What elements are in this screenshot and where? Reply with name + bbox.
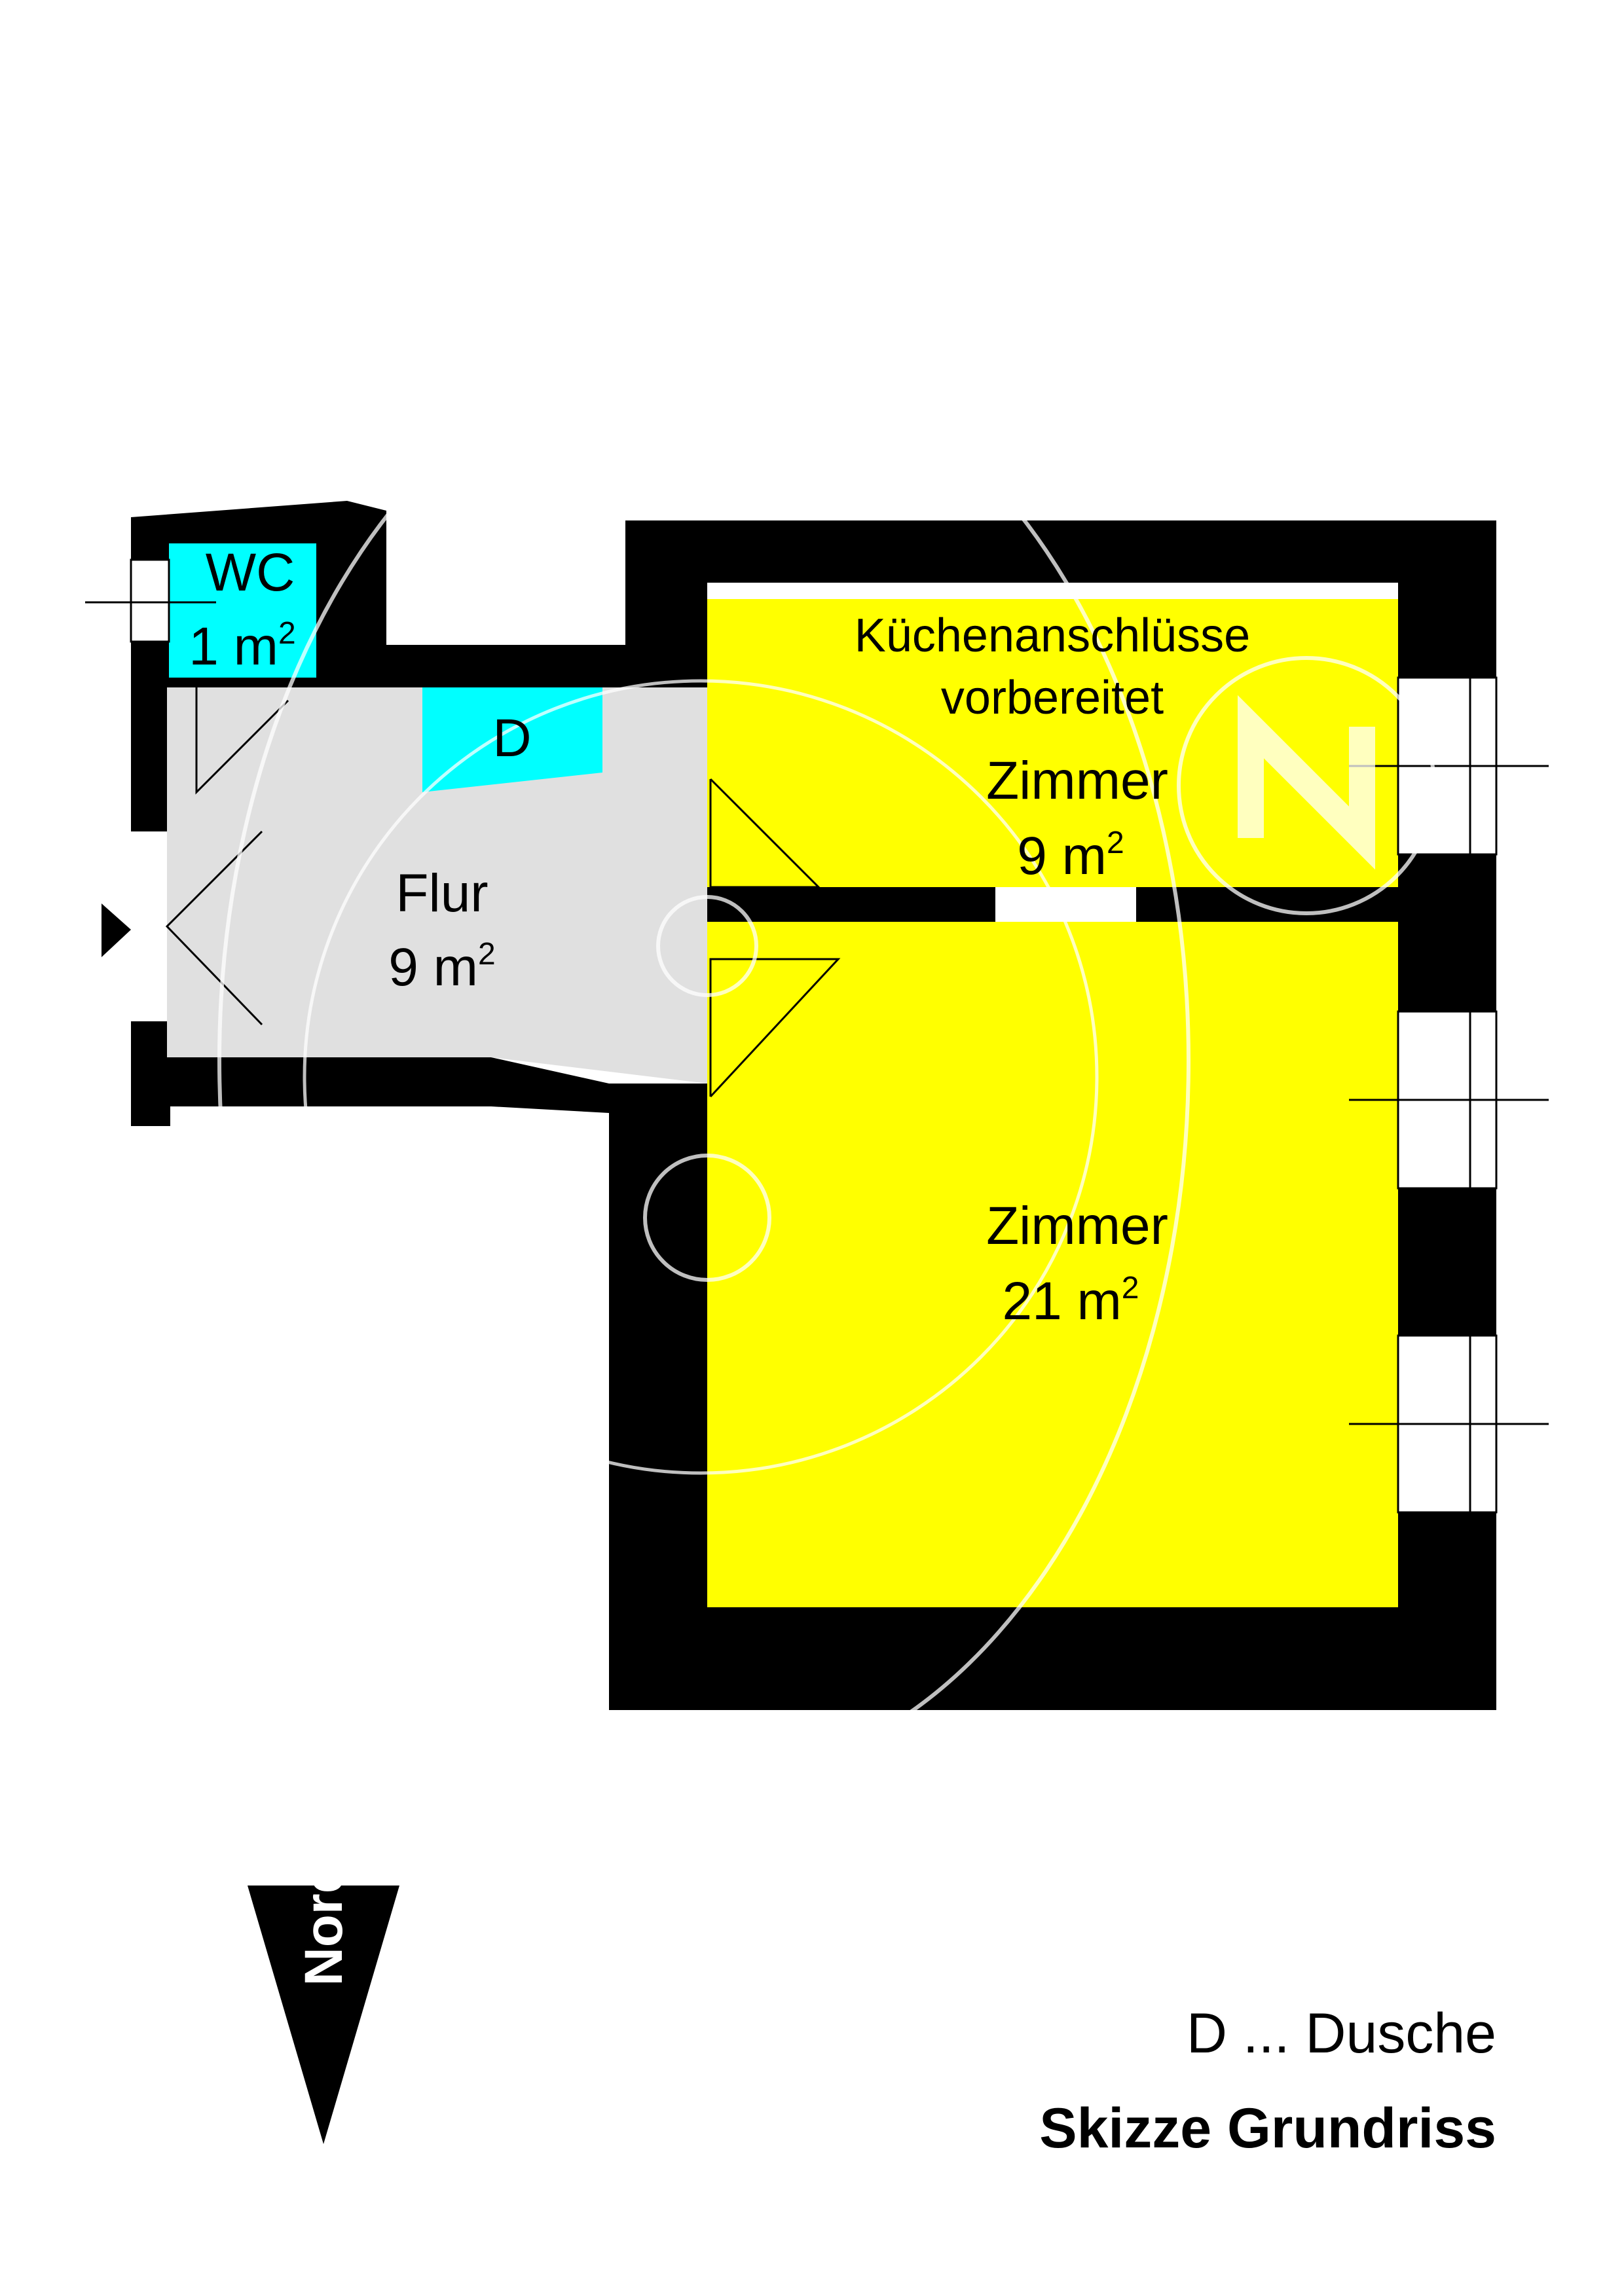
zimmer-small-area: 9 m2 xyxy=(1017,826,1124,886)
wall-right-west xyxy=(609,1084,707,1710)
window-wc xyxy=(130,558,170,643)
kitchen-note-line2: vorbereitet xyxy=(941,672,1164,724)
wall-left-bottom xyxy=(131,1057,609,1113)
doors xyxy=(165,687,841,1098)
wc-area: 1 m2 xyxy=(189,616,295,676)
door-zimmer-small xyxy=(709,778,821,888)
watermark-logo xyxy=(217,338,1436,1783)
wall-right-bottom xyxy=(609,1607,1496,1710)
door-entrance xyxy=(165,830,263,1026)
zimmer-large-label: Zimmer xyxy=(986,1196,1168,1256)
entrance-arrow-icon xyxy=(101,903,131,957)
room-dusche xyxy=(422,687,602,792)
windows xyxy=(85,558,1549,1514)
north-label: Norden xyxy=(294,1798,354,1986)
zimmer-large-area: 21 m2 xyxy=(1002,1271,1139,1331)
room-zimmer-large xyxy=(707,922,1398,1607)
flur-area: 9 m2 xyxy=(388,937,495,997)
door-wc xyxy=(195,687,289,795)
wall-partition-left xyxy=(665,887,995,922)
dusche-label: D xyxy=(492,708,531,768)
room-wc xyxy=(169,543,316,678)
kitchen-note-line1: Küchenanschlüsse xyxy=(855,610,1250,662)
legend-text: D ... Dusche xyxy=(1187,2002,1496,2065)
door-zimmer-large xyxy=(709,958,841,1098)
room-flur xyxy=(167,687,707,1084)
zimmer-small-label: Zimmer xyxy=(986,751,1168,811)
wc-label: WC xyxy=(206,543,295,602)
north-arrow-icon xyxy=(248,1886,399,2144)
plan-title: Skizze Grundriss xyxy=(1039,2097,1496,2160)
flur-label: Flur xyxy=(396,864,488,923)
